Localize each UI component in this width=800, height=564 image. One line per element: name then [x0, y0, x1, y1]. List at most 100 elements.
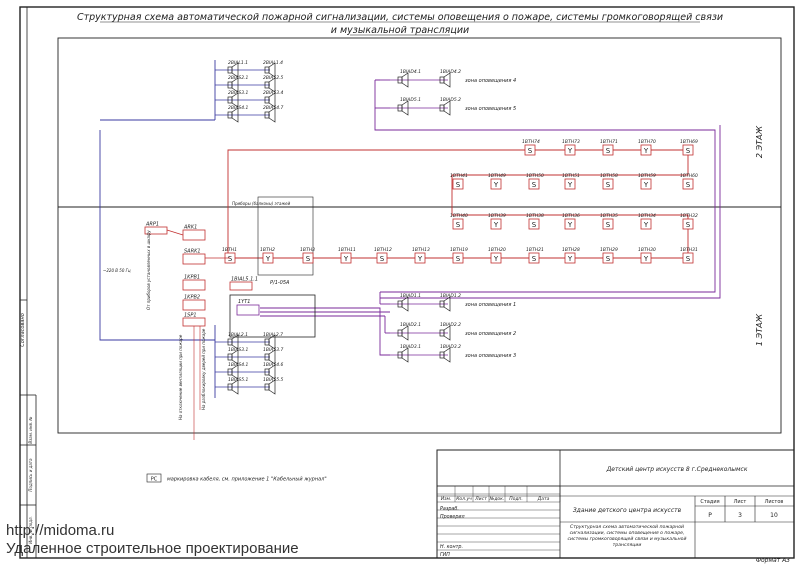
svg-text:S: S [532, 221, 537, 229]
device-label: 2BIAS3.4 [263, 90, 284, 96]
tb-role: ГИП [440, 552, 450, 558]
kpb1-block: 1KPB1 [182, 275, 206, 291]
svg-text:S: S [686, 221, 691, 229]
svg-text:S: S [686, 147, 691, 155]
svg-text:S: S [532, 181, 537, 189]
detector-label: 1BTH34 [638, 213, 656, 219]
smoke-detector-icon: S [682, 218, 694, 230]
speaker-icon [397, 100, 409, 116]
smoke-detector-icon: S [528, 178, 540, 190]
power-note: ~220 В 50 Гц [103, 268, 131, 273]
detector-label: 1BTH50 [526, 173, 544, 179]
svg-text:Y: Y [265, 255, 271, 263]
smoke-detector-icon: S [452, 218, 464, 230]
detector-label: 1BTH29 [600, 247, 618, 253]
zone-device-label: 1BIAD3.2 [440, 344, 461, 350]
svg-text:Y: Y [643, 147, 649, 155]
smoke-detector-icon: S [524, 144, 536, 156]
zone-label: зона оповещения 1 [465, 302, 516, 308]
speaker-icon [439, 325, 451, 341]
zone-device-label: 1BIAD5.1 [400, 97, 421, 103]
ial-block: 1BIAL5.1.1 [229, 277, 258, 291]
detector-label: 1BTH12 [374, 247, 392, 253]
speaker-icon [264, 364, 276, 380]
speaker-icon [397, 296, 409, 312]
tb-sheets-label: Листов [765, 499, 784, 505]
tb-role: Разраб. [440, 506, 459, 512]
floor1-label: 1 ЭТАЖ [755, 314, 764, 347]
device-label: 2BIAL1.4 [263, 60, 283, 66]
svg-text:S: S [606, 147, 611, 155]
tb-header: №док. [489, 496, 505, 502]
detector-label: 1BTH71 [600, 139, 618, 145]
svg-text:S: S [306, 255, 311, 263]
sark-block: SARK1 [182, 249, 206, 265]
detector-label: 1BTH39 [488, 213, 506, 219]
ut-block: 1YT1 [236, 299, 260, 316]
device-label: 1BIAS5.5 [263, 377, 284, 383]
zone-device-label: 1BIAD4.2 [440, 69, 461, 75]
speaker-icon [227, 334, 239, 350]
smoke-detector-icon: Y [262, 252, 274, 264]
smoke-detector-icon: S [602, 218, 614, 230]
floor2-label: 2 ЭТАЖ [755, 126, 764, 159]
kpb2-block: 1KPB2 [182, 295, 206, 311]
detector-label: 1BTH60 [680, 173, 698, 179]
smoke-detector-icon: Y [490, 178, 502, 190]
smoke-detector-icon: Y [640, 178, 652, 190]
detector-label: 1BTH11 [338, 247, 356, 253]
device-label: 2BIAS4.7 [263, 105, 284, 111]
svg-text:Y: Y [567, 147, 573, 155]
speaker-icon [227, 349, 239, 365]
speaker-icon [227, 77, 239, 93]
ut-label: 1YT1 [238, 299, 250, 305]
svg-text:S: S [686, 181, 691, 189]
legend-text: маркировка кабеля, см. приложение 1 "Каб… [167, 477, 327, 483]
svg-text:S: S [606, 255, 611, 263]
detector-label: 1BTH40 [450, 213, 468, 219]
detector-label: 1BTH58 [600, 173, 618, 179]
speaker-icon [227, 379, 239, 395]
smoke-detector-icon: Y [490, 252, 502, 264]
detector-label: 1BTH28 [562, 247, 580, 253]
tb-side-label: Взам. инв. № [28, 416, 33, 443]
format-label: Формат А3 [756, 557, 790, 564]
svg-text:Y: Y [493, 255, 499, 263]
smoke-detector-icon: S [602, 144, 614, 156]
speaker-icon [264, 334, 276, 350]
zone-device-label: 1BIAD2.1 [400, 322, 421, 328]
tb-stage-label: Стадия [700, 499, 719, 505]
smoke-detector-icon: Y [564, 252, 576, 264]
tb-project: Детский центр искусств 8 г.Среднеколымск [606, 466, 748, 473]
smoke-detector-icon: Y [340, 252, 352, 264]
smoke-detector-icon: S [682, 252, 694, 264]
detector-label: 1BTH31 [680, 247, 698, 253]
svg-text:S: S [686, 255, 691, 263]
svg-text:Y: Y [343, 255, 349, 263]
zone-device-label: 1BIAD4.1 [400, 69, 421, 75]
detector-label: 1BTH49 [488, 173, 506, 179]
detector-label: 1BTH74 [522, 139, 540, 145]
watermark-url: http://midoma.ru [6, 522, 115, 539]
detector-label: 1BTH20 [488, 247, 506, 253]
speaker-icon [397, 347, 409, 363]
tb-side-label: Подпись и дата [28, 458, 33, 492]
tb-header: Лист [474, 496, 487, 502]
smoke-detector-icon: Y [640, 144, 652, 156]
svg-text:S: S [528, 147, 533, 155]
tb-role: Проверил [440, 514, 465, 520]
bus-note: От приборов установленных в шкафу [146, 230, 151, 310]
fire-note-1: На отключение вентиляции при пожаре [178, 334, 183, 420]
drawing-title-line2: и музыкальной трансляции [331, 25, 469, 36]
detector-label: 1BTH1 [222, 247, 237, 253]
zone-label: зона оповещения 3 [465, 353, 516, 359]
svg-text:Y: Y [493, 181, 499, 189]
tb-header: Дата [537, 496, 550, 502]
plan-note: Приборы (балконы) этажей [232, 201, 291, 206]
svg-text:Y: Y [567, 255, 573, 263]
arp-block-label: ARP1 [145, 222, 159, 228]
speaker-icon [397, 72, 409, 88]
